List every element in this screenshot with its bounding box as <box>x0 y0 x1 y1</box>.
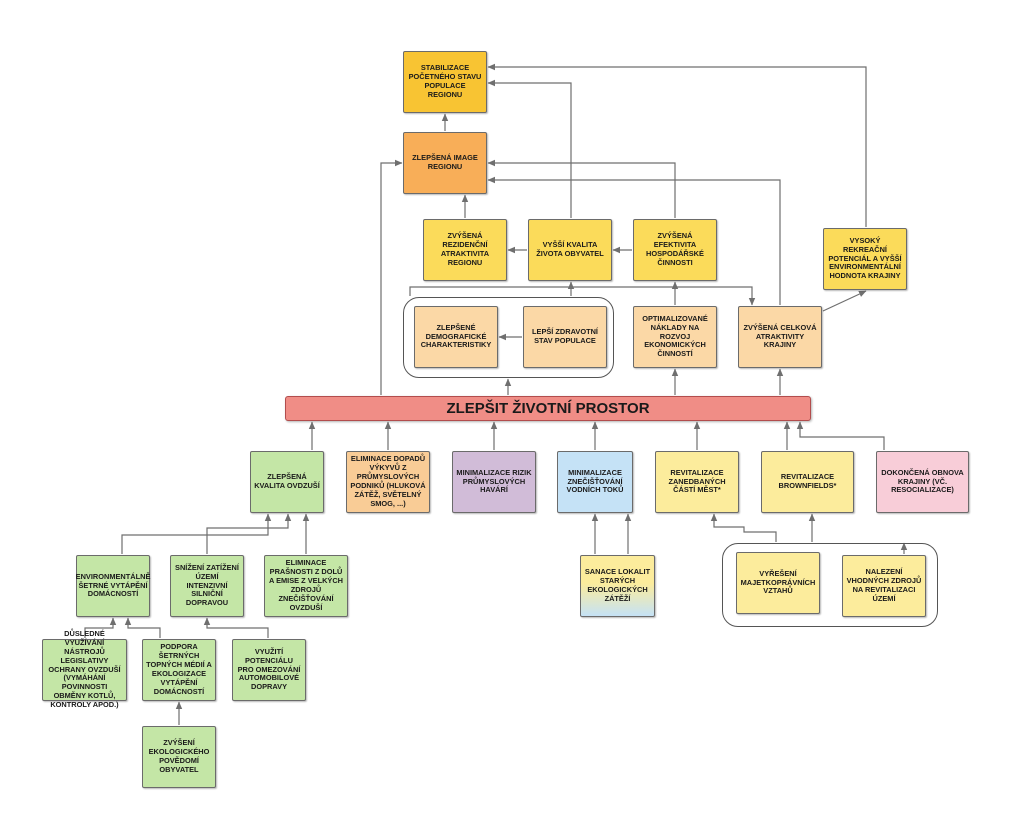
node-efektivita: ZVÝŠENÁ EFEKTIVITA HOSPODÁŘSKÉ ČINNOSTI <box>633 219 717 281</box>
node-eliminace-dopadu: ELIMINACE DOPADŮ VÝKYVŮ Z PRŮMYSLOVÝCH P… <box>346 451 430 513</box>
main-goal-bar: ZLEPŠIT ŽIVOTNÍ PROSTOR <box>285 396 811 421</box>
node-kvalita-zivota: VYŠŠÍ KVALITA ŽIVOTA OBYVATEL <box>528 219 612 281</box>
population-health-group <box>403 297 614 378</box>
node-atraktivita-krajiny: ZVÝŠENÁ CELKOVÁ ATRAKTIVITY KRAJINY <box>738 306 822 368</box>
node-stabilizace: STABILIZACE POČETNÉHO STAVU POPULACE REG… <box>403 51 487 113</box>
node-prasnost: ELIMINACE PRAŠNOSTI Z DOLŮ A EMISE Z VEL… <box>264 555 348 617</box>
node-image: ZLEPŠENÁ IMAGE REGIONU <box>403 132 487 194</box>
brownfields-conditions-group <box>722 543 938 627</box>
node-vztahy: VYŘEŠENÍ MAJETKOPRÁVNÍCH VZTAHŮ <box>736 552 820 614</box>
node-zdravotni: LEPŠÍ ZDRAVOTNÍ STAV POPULACE <box>523 306 607 368</box>
connector-25 <box>206 513 292 554</box>
node-legislativa: DŮSLEDNÉ VYUŽÍVÁNÍ NÁSTROJŮ LEGISLATIVY … <box>42 629 127 709</box>
node-doprava: SNÍŽENÍ ZATÍŽENÍ ÚZEMÍ INTENZIVNÍ SILNIČ… <box>170 555 244 617</box>
node-vytapeni: ENVIRONMENTÁLNĚ ŠETRNÉ VYTÁPĚNÍ DOMÁCNOS… <box>76 555 150 617</box>
node-ovzdusi: ZLEPŠENÁ KVALITA OVDZUŠÍ <box>250 451 324 513</box>
node-povedomi: ZVÝŠENÍ EKOLOGICKÉHO POVĚDOMÍ OBYVATEL <box>142 726 216 788</box>
connector-6 <box>487 63 867 227</box>
node-podpora: PODPORA ŠETRNÝCH TOPNÝCH MÉDIÍ A EKOLOGI… <box>142 639 216 701</box>
connector-2 <box>487 79 572 218</box>
node-rekreacni: VYSOKÝ REKREAČNÍ POTENCIÁL A VYŠŠÍ ENVIR… <box>823 228 907 290</box>
connector-4 <box>380 159 403 395</box>
node-sanace: SANACE LOKALIT STARÝCH EKOLOGICKÝCH ZÁTĚ… <box>580 555 655 617</box>
connector-28 <box>124 617 161 638</box>
connector-23 <box>796 421 885 450</box>
node-zanedbane: REVITALIZACE ZANEDBANÝCH ČÁSTÍ MĚST* <box>655 451 739 513</box>
node-zdroje: NALEZENÍ VHODNÝCH ZDROJŮ NA REVITALIZACI… <box>842 555 926 617</box>
connector-3 <box>487 159 676 218</box>
connector-29 <box>203 617 269 638</box>
connector-24 <box>121 513 272 554</box>
node-rizika: MINIMALIZACE RIZIK PRŮMYSLOVÝCH HAVÁRÍ <box>452 451 536 513</box>
node-obnova: DOKONČENÁ OBNOVA KRAJINY (VČ. RESOCIALIZ… <box>876 451 969 513</box>
connector-16 <box>822 290 867 312</box>
node-vodni: MINIMALIZACE ZNEČIŠŤOVÁNÍ VODNÍCH TOKŮ <box>557 451 633 513</box>
connector-34 <box>710 513 777 542</box>
node-brownfields: REVITALIZACE BROWNFIELDS* <box>761 451 854 513</box>
node-rezidencni: ZVÝŠENÁ REZIDENČNÍ ATRAKTIVITA REGIONU <box>423 219 507 281</box>
node-demograficke: ZLEPŠENÉ DEMOGRAFICKÉ CHARAKTERISTIKY <box>414 306 498 368</box>
node-naklady: OPTIMALIZOVANÉ NÁKLADY NA ROZVOJ EKONOMI… <box>633 306 717 368</box>
node-omezovani: VYUŽITÍ POTENCIÁLU PRO OMEZOVÁNÍ AUTOMOB… <box>232 639 306 701</box>
